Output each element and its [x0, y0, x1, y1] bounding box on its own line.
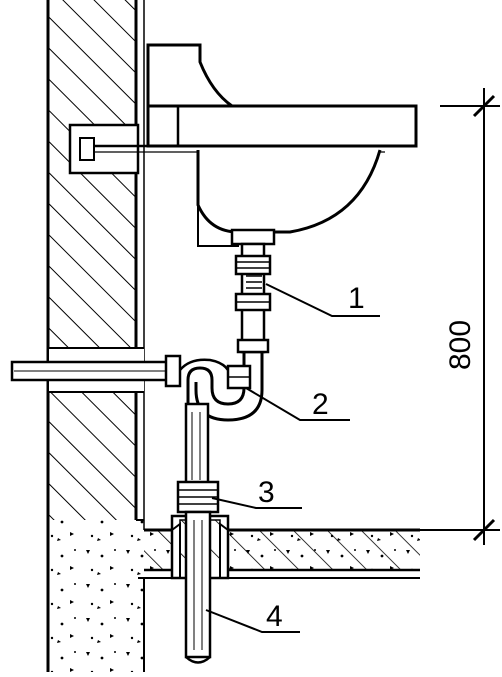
dimension-line: [420, 88, 500, 545]
drain-pipe: [184, 402, 210, 486]
callout-4: 4: [266, 600, 283, 633]
washbasin: [146, 43, 418, 247]
callout-3: 3: [258, 476, 275, 509]
callout-labels: 1 2 3 4: [258, 282, 365, 633]
coupling-nut: [176, 480, 220, 514]
floor-slab: [50, 519, 420, 672]
callout-2: 2: [312, 388, 329, 421]
drain-tailpiece: [234, 242, 272, 354]
supply-pipe: [10, 354, 182, 388]
s-trap: [179, 352, 264, 422]
floor-drain-sleeve: [170, 510, 230, 664]
leader-lines: [205, 283, 380, 633]
callout-1: 1: [348, 282, 365, 315]
wall: [46, 0, 145, 672]
dimension-label: 800: [444, 320, 477, 370]
